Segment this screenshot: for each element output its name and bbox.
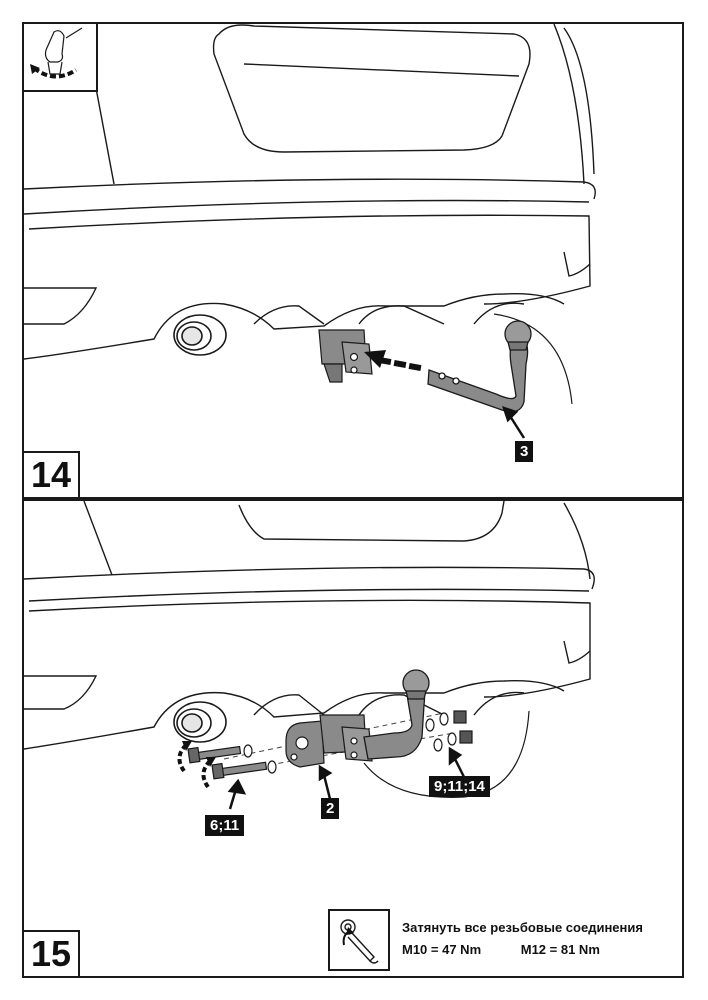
step-14-panel: 3 14 [22,22,684,499]
part-label-9-11-14: 9;11;14 [429,776,490,797]
exhaust-pipe [173,701,227,743]
torque-m10: M10 = 47 Nm [402,942,482,957]
rotation-arrow-icon [177,743,212,789]
towbar-ball-arm [427,320,532,413]
car-rear-outline [24,24,596,360]
bracket-assembly [285,714,373,768]
part-label-6-11: 6;11 [205,815,245,836]
step-15-illustration [24,501,595,810]
leader-arrow-2 [322,774,332,800]
exhaust-pipe [173,314,227,356]
leader-arrow-9-11-14 [452,756,466,778]
turn-screw-icon [24,24,98,92]
wheel-arc [493,313,573,405]
part-label-3: 3 [515,441,534,462]
torque-heading: Затянуть все резьбовые соединения [402,920,643,935]
step-number: 15 [24,930,80,976]
nuts-and-washers [425,710,473,752]
car-rear-outline [24,501,595,750]
leader-arrow-3 [502,406,526,439]
mounting-bracket [318,329,373,383]
rotation-arrowheads [182,741,216,767]
torque-m12: M12 = 81 Nm [520,942,600,957]
torque-note: Затянуть все резьбовые соединения M10 = … [402,917,643,961]
torque-wrench-icon [328,909,390,971]
insertion-arrow [364,350,422,371]
bolts [187,744,277,780]
towbar-ball-arm [363,669,430,760]
step-15-panel: 2 6;11 9;11;14 Затянуть все резьбовые со… [22,499,684,978]
step-14-illustration [24,24,596,439]
part-label-2: 2 [321,798,340,819]
torque-values: M10 = 47 Nm M12 = 81 Nm [402,939,643,961]
step-number: 14 [24,451,80,497]
